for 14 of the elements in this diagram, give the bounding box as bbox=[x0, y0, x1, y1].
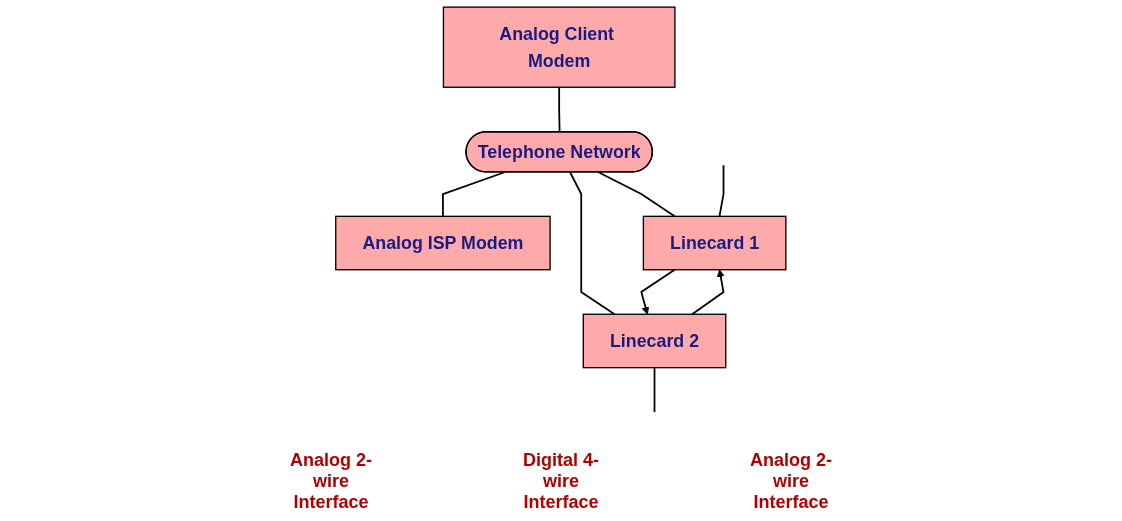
interface-label: Analog 2-wire Interface bbox=[749, 450, 833, 513]
connector bbox=[718, 164, 725, 218]
connector bbox=[569, 171, 616, 316]
connector bbox=[653, 366, 656, 414]
connector bbox=[442, 171, 506, 218]
interface-label: Analog 2-wire Interface bbox=[289, 450, 373, 513]
interface-label: Digital 4-wire Interface bbox=[522, 450, 600, 513]
connector bbox=[597, 171, 676, 218]
node-box: Linecard 1 bbox=[642, 215, 787, 271]
node-box: Analog Client Modem bbox=[442, 6, 676, 88]
node-box: Analog ISP Modem bbox=[335, 215, 551, 271]
arrow bbox=[640, 268, 676, 315]
node-box: Linecard 2 bbox=[582, 313, 727, 369]
arrow bbox=[691, 269, 725, 316]
